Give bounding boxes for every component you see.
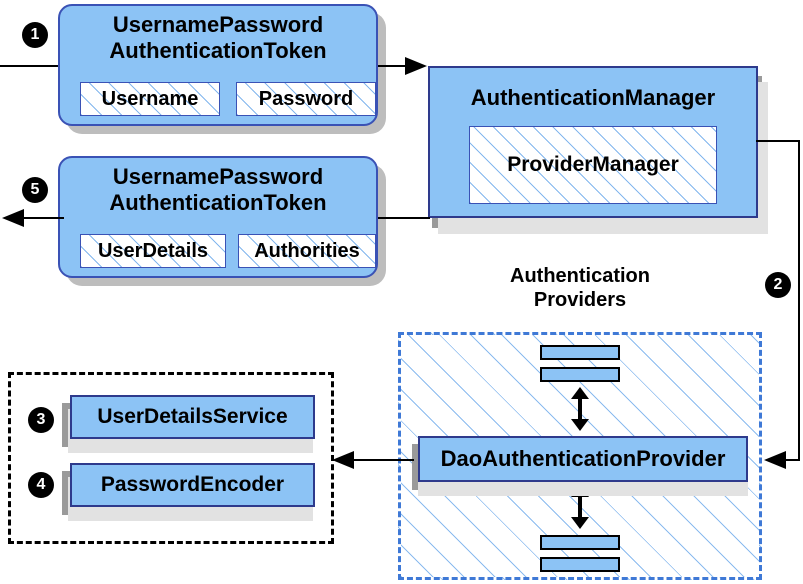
request-token-card[interactable]: UsernamePassword AuthenticationToken Use… [58,4,378,126]
user-details-service-label: UserDetailsService [97,405,288,428]
user-details-service-box[interactable]: UserDetailsService [70,395,315,439]
response-out-line [20,217,64,219]
provider-stub-top-1 [540,345,620,360]
manager-to-provider-line-vertical [798,140,800,460]
arrow-left-icon [2,209,24,227]
authentication-manager-box[interactable]: AuthenticationManager ProviderManager [428,66,758,218]
provider-to-services-line [352,459,414,461]
step-marker-4: 4 [28,472,54,498]
incoming-request-line [0,65,84,67]
password-encoder-box[interactable]: PasswordEncoder [70,463,315,507]
provider-manager-box[interactable]: ProviderManager [469,126,717,204]
step-marker-5: 5 [22,177,48,203]
arrow-left-icon [764,451,786,469]
response-token-card[interactable]: UsernamePassword AuthenticationToken Use… [58,156,378,278]
request-token-field-username: Username [80,82,220,116]
response-token-field-userdetails: UserDetails [80,234,226,268]
authentication-manager-label: AuthenticationManager [470,85,716,110]
manager-to-response-token-line [378,217,430,219]
password-encoder-label: PasswordEncoder [100,473,285,496]
step-marker-2: 2 [765,272,791,298]
manager-to-provider-line-top [756,140,800,142]
provider-stub-bottom-2 [540,557,620,572]
provider-stub-bottom-1 [540,535,620,550]
dao-authentication-provider-box[interactable]: DaoAuthenticationProvider [418,436,748,482]
provider-stub-top-2 [540,367,620,382]
request-token-title: UsernamePassword AuthenticationToken [109,12,327,63]
request-token-field-password: Password [236,82,376,116]
step-marker-3: 3 [28,407,54,433]
token-to-manager-line [378,65,420,67]
arrow-right-icon [405,57,427,75]
step-marker-1: 1 [22,22,48,48]
authentication-providers-caption: Authentication Providers [510,265,650,311]
response-token-field-authorities: Authorities [238,234,376,268]
response-token-title: UsernamePassword AuthenticationToken [109,164,327,215]
dao-authentication-provider-label: DaoAuthenticationProvider [440,446,726,471]
double-headed-vertical-arrow-icon [571,387,589,431]
arrow-left-icon [332,451,354,469]
